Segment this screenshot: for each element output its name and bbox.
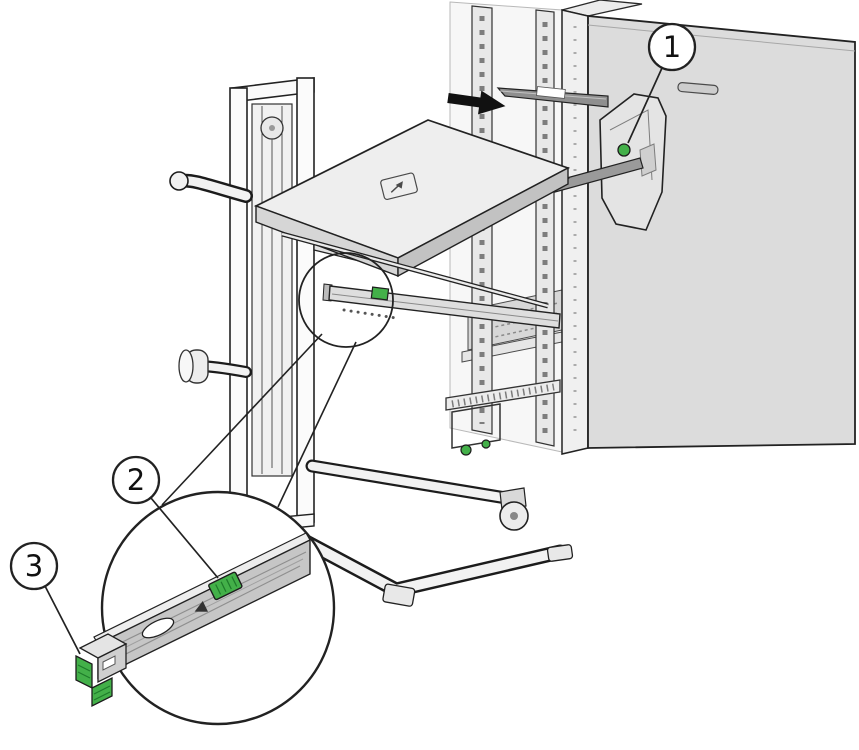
rail-arrow-marking — [194, 600, 209, 612]
detail-leader-line — [161, 333, 323, 506]
callout-3-circle — [9, 541, 59, 591]
callout-2-circle — [111, 455, 161, 505]
rail-label — [536, 86, 566, 99]
rail-end-connector — [75, 633, 128, 708]
stabilizer-bar — [445, 379, 561, 411]
table-front-rod-highlight — [281, 232, 549, 308]
rack-leveling-jack — [445, 379, 561, 456]
screw-dots — [342, 308, 398, 320]
detail-leader-line — [277, 341, 357, 508]
rail-detail — [75, 532, 311, 708]
callout-3-label: 3 — [25, 549, 43, 583]
rack-side-panel — [587, 15, 856, 449]
jack-bracket — [451, 403, 501, 449]
roller-end — [178, 349, 194, 383]
callout-2-label: 2 — [127, 463, 145, 497]
lift-mast — [229, 77, 315, 535]
rail-release-button — [208, 571, 243, 601]
lift-post-left — [229, 87, 248, 533]
panel-seam — [587, 24, 856, 52]
stripe-lines — [93, 685, 111, 701]
rack-cabinet — [445, 0, 856, 456]
rail-groove — [331, 293, 559, 322]
pulley-hub — [269, 125, 275, 131]
rack-front-post — [561, 9, 589, 455]
callout-2: 2 — [111, 455, 219, 579]
rack-mounting-rail-front — [535, 9, 555, 447]
lift-foot — [382, 583, 416, 607]
caster-hub — [510, 512, 518, 520]
detail-source-circle — [298, 252, 394, 348]
server-front-right — [397, 166, 569, 278]
server — [253, 119, 571, 309]
handle-knob — [169, 171, 189, 191]
leveling-screw — [460, 444, 472, 456]
callout-2-line — [150, 497, 219, 579]
base-leg-rear-highlight — [307, 461, 511, 503]
callout-3-line — [44, 585, 81, 655]
callout-1-label: 1 — [663, 30, 681, 64]
green-tab-ridges — [77, 664, 91, 679]
lift-roller-handle — [178, 349, 252, 384]
callout-3: 3 — [9, 541, 81, 655]
slide-rail-top — [496, 86, 609, 108]
leveling-screw — [481, 439, 491, 449]
rail-release-button-small — [370, 286, 390, 301]
slide-rail-lower — [322, 283, 561, 329]
green-locating-pin — [617, 143, 631, 157]
callout-1: 1 — [627, 22, 697, 144]
callout-1-circle — [647, 22, 697, 72]
callout-1-line — [627, 67, 663, 144]
panel-handle — [677, 82, 719, 95]
lift-handle — [169, 171, 253, 203]
connector-slot — [102, 655, 116, 671]
button-ridges — [215, 576, 238, 595]
rail-slot — [141, 617, 175, 639]
install-arrow-top — [447, 90, 506, 115]
lift-foot-rear — [546, 544, 574, 562]
bracket-cutout — [639, 143, 657, 177]
server-icon — [380, 172, 418, 201]
